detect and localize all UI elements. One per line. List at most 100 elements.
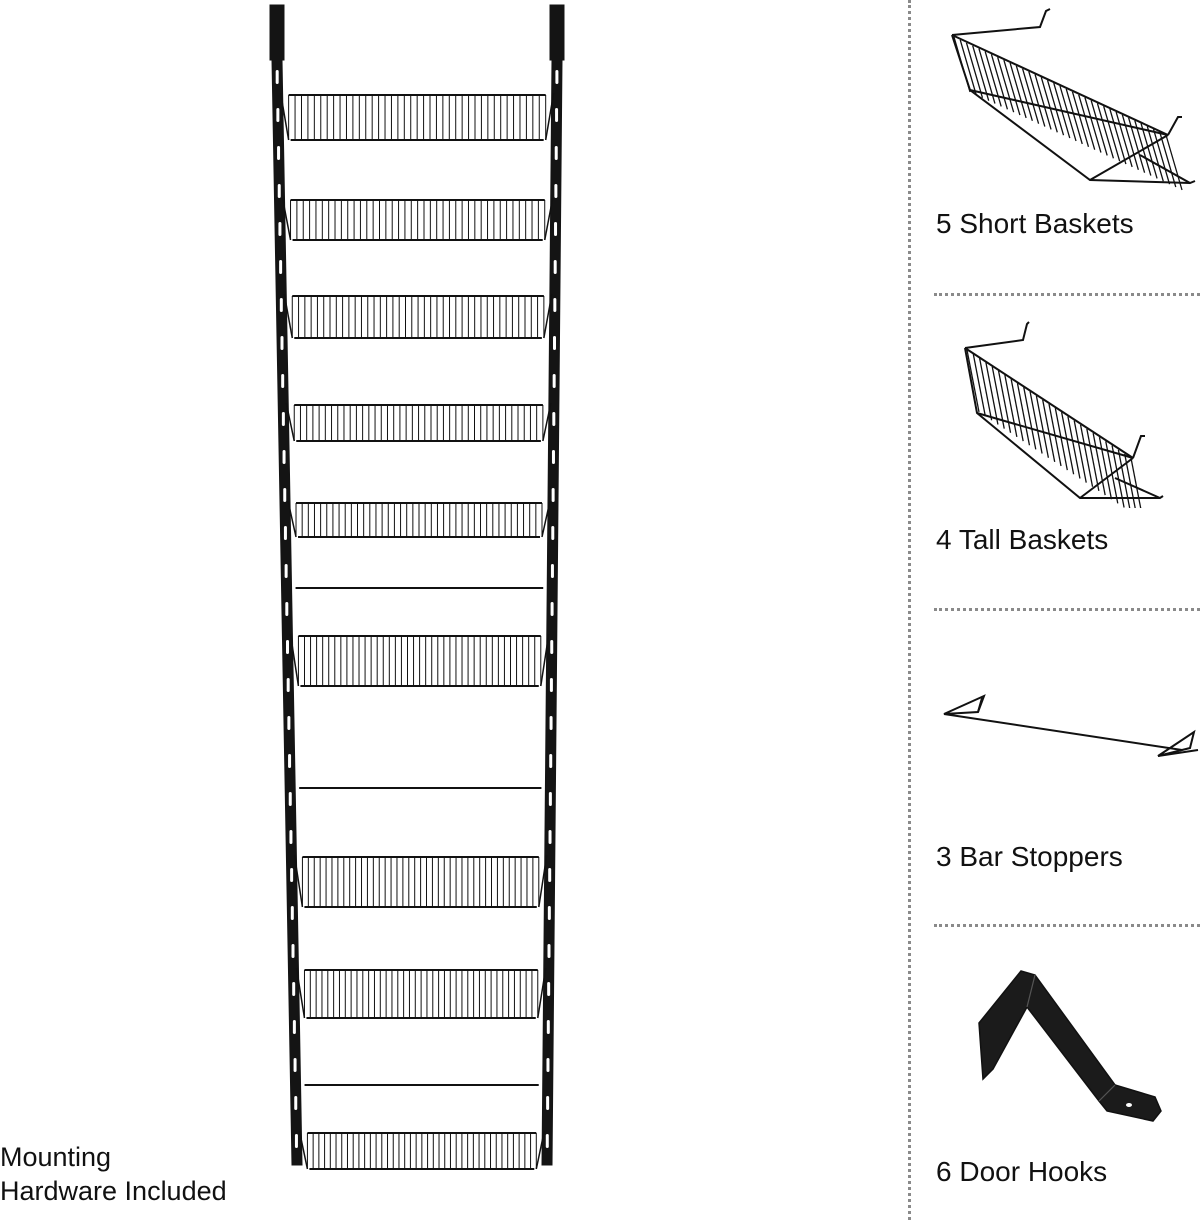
basket-wire <box>1023 387 1037 450</box>
left-rail-slot <box>290 868 294 882</box>
basket-side-bracket <box>540 633 550 687</box>
right-rail-slot <box>555 108 559 122</box>
right-rail-slot <box>547 944 551 958</box>
basket-wire <box>1152 129 1171 185</box>
left-rail-slot <box>279 298 283 312</box>
left-rail-slot <box>292 982 296 996</box>
basket-wire <box>1140 123 1158 179</box>
basket-wire <box>1084 97 1102 153</box>
basket-side-bracket <box>279 92 290 141</box>
basket-wire <box>1021 68 1040 124</box>
basket-wire <box>1067 416 1081 479</box>
basket-side-bracket <box>287 500 297 538</box>
left-rail-slot <box>288 792 292 806</box>
basket-side-bracket <box>293 854 304 908</box>
basket-wire <box>972 354 986 417</box>
basket-wire <box>1035 395 1050 458</box>
right-rail-slot <box>551 450 555 464</box>
basket-side-bracket <box>543 197 554 241</box>
basket-wire <box>1121 114 1139 171</box>
basket-side-bracket <box>535 1130 546 1170</box>
basket-wire <box>1109 108 1127 165</box>
basket-wire <box>1115 111 1133 168</box>
section-divider <box>934 608 1200 611</box>
part-label-tall-baskets: 4 Tall Baskets <box>936 524 1109 555</box>
right-rail-slot <box>545 1134 549 1148</box>
mounting-note-line2: Hardware Included <box>0 1176 227 1206</box>
right-rail-slot <box>549 754 553 768</box>
basket-wire <box>1029 391 1043 454</box>
left-rail-slot <box>289 830 293 844</box>
right-rail-slot <box>550 640 554 654</box>
basket-wire <box>1059 85 1077 142</box>
basket-side-bracket <box>541 500 551 538</box>
right-rail-slot <box>546 1096 550 1110</box>
basket-side-bracket <box>285 402 295 442</box>
basket-side-bracket <box>544 92 555 141</box>
left-rail-slot <box>291 944 295 958</box>
left-rail-slot <box>290 906 294 920</box>
basket-wire <box>1015 65 1033 122</box>
basket-wire <box>1003 59 1021 116</box>
basket-wire <box>1086 428 1100 492</box>
basket-side-bracket <box>295 967 306 1019</box>
basket-side-bracket <box>542 402 552 442</box>
left-rail-slot <box>293 1058 297 1072</box>
vertical-divider <box>908 0 911 1220</box>
basket-wire <box>1073 420 1087 483</box>
left-rail-slot <box>292 1020 296 1034</box>
basket-side-bracket <box>281 197 292 241</box>
left-rail-slot <box>277 184 281 198</box>
basket-side-bracket <box>289 633 300 687</box>
basket-wire <box>1127 117 1146 173</box>
basket-wire <box>965 42 984 98</box>
basket-wire <box>1124 453 1136 508</box>
basket-side-bracket <box>538 854 548 908</box>
right-rail-slot <box>553 260 557 274</box>
basket-wire <box>991 366 1005 429</box>
tall-basket-icon <box>964 321 1164 508</box>
basket-wire <box>1096 103 1115 159</box>
basket-wire <box>953 36 971 93</box>
left-rail-slot <box>277 146 281 160</box>
right-rail-slot <box>548 868 552 882</box>
basket-wire <box>985 362 999 425</box>
basket-wire <box>1079 424 1094 487</box>
basket-wire <box>984 51 1002 107</box>
right-rail-slot <box>547 906 551 920</box>
basket-side-bracket <box>543 293 553 339</box>
left-rail-slot <box>285 602 289 616</box>
right-rail-slot <box>555 70 559 84</box>
basket-wire <box>1146 126 1164 182</box>
part-label-door-hooks: 6 Door Hooks <box>936 1156 1108 1187</box>
door-rack-illustration <box>269 4 565 1170</box>
right-rail-slot <box>551 488 555 502</box>
basket-wire <box>1042 399 1056 462</box>
part-label-bar-stoppers: 3 Bar Stoppers <box>936 841 1123 872</box>
basket-wire <box>972 45 990 101</box>
left-rail-slot <box>288 754 292 768</box>
left-rail-slot <box>275 70 279 84</box>
right-rail-slot <box>552 374 556 388</box>
basket-wire <box>1004 374 1018 438</box>
basket-wire <box>1105 441 1119 504</box>
mounting-note-line1: Mounting <box>0 1142 112 1172</box>
basket-wire <box>1078 94 1096 150</box>
basket-side-bracket <box>298 1130 309 1170</box>
right-rail-slot <box>548 792 552 806</box>
section-divider <box>934 924 1200 927</box>
left-rail-slot <box>281 374 285 388</box>
basket-wire <box>1053 82 1071 139</box>
basket-wire <box>1048 403 1062 467</box>
basket-wire <box>1054 408 1068 471</box>
short-basket-icon <box>951 8 1196 191</box>
left-rail-slot <box>282 450 286 464</box>
left-rail-slot <box>278 222 282 236</box>
basket-wire <box>1040 77 1058 133</box>
basket-wire <box>1117 449 1131 508</box>
basket-wire <box>959 39 977 96</box>
basket-wire <box>990 54 1009 110</box>
basket-wire <box>1165 134 1183 191</box>
left-rail-slot <box>284 564 288 578</box>
basket-wire <box>1130 457 1142 508</box>
